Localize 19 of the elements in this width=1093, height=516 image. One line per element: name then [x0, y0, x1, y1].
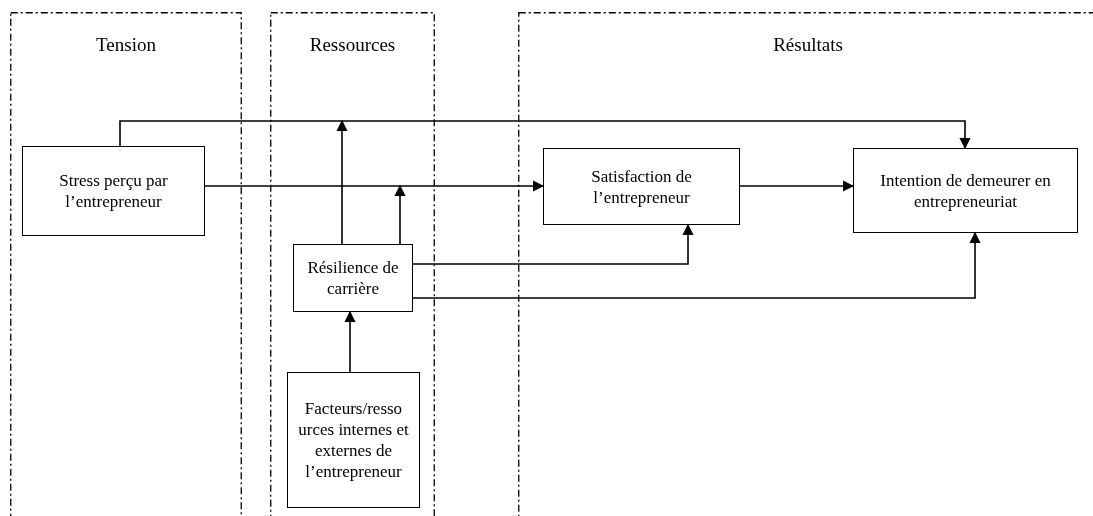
group-title: Tension: [95, 34, 157, 56]
arrow: [394, 184, 406, 245]
group-panel: [270, 12, 435, 516]
group-title: Ressources: [308, 34, 397, 56]
arrow: [119, 120, 971, 150]
arrow: [412, 231, 981, 299]
process-box: Facteurs/resso urces internes et externes de l’entrepreneur: [287, 372, 420, 508]
process-box: Satisfaction de l’entrepreneur: [543, 148, 740, 225]
group-panel: [10, 12, 242, 516]
group-panel: [518, 12, 1093, 516]
arrow: [204, 180, 545, 192]
arrow: [344, 310, 356, 373]
process-box: Stress perçu par l’entrepreneur: [22, 146, 205, 236]
arrow: [739, 180, 855, 192]
group-title: Résultats: [772, 34, 844, 56]
arrow: [336, 119, 348, 245]
process-box: Résilience de carrière: [293, 244, 413, 312]
process-box: Intention de demeurer en entrepreneuriat: [853, 148, 1078, 233]
arrow: [412, 223, 694, 265]
